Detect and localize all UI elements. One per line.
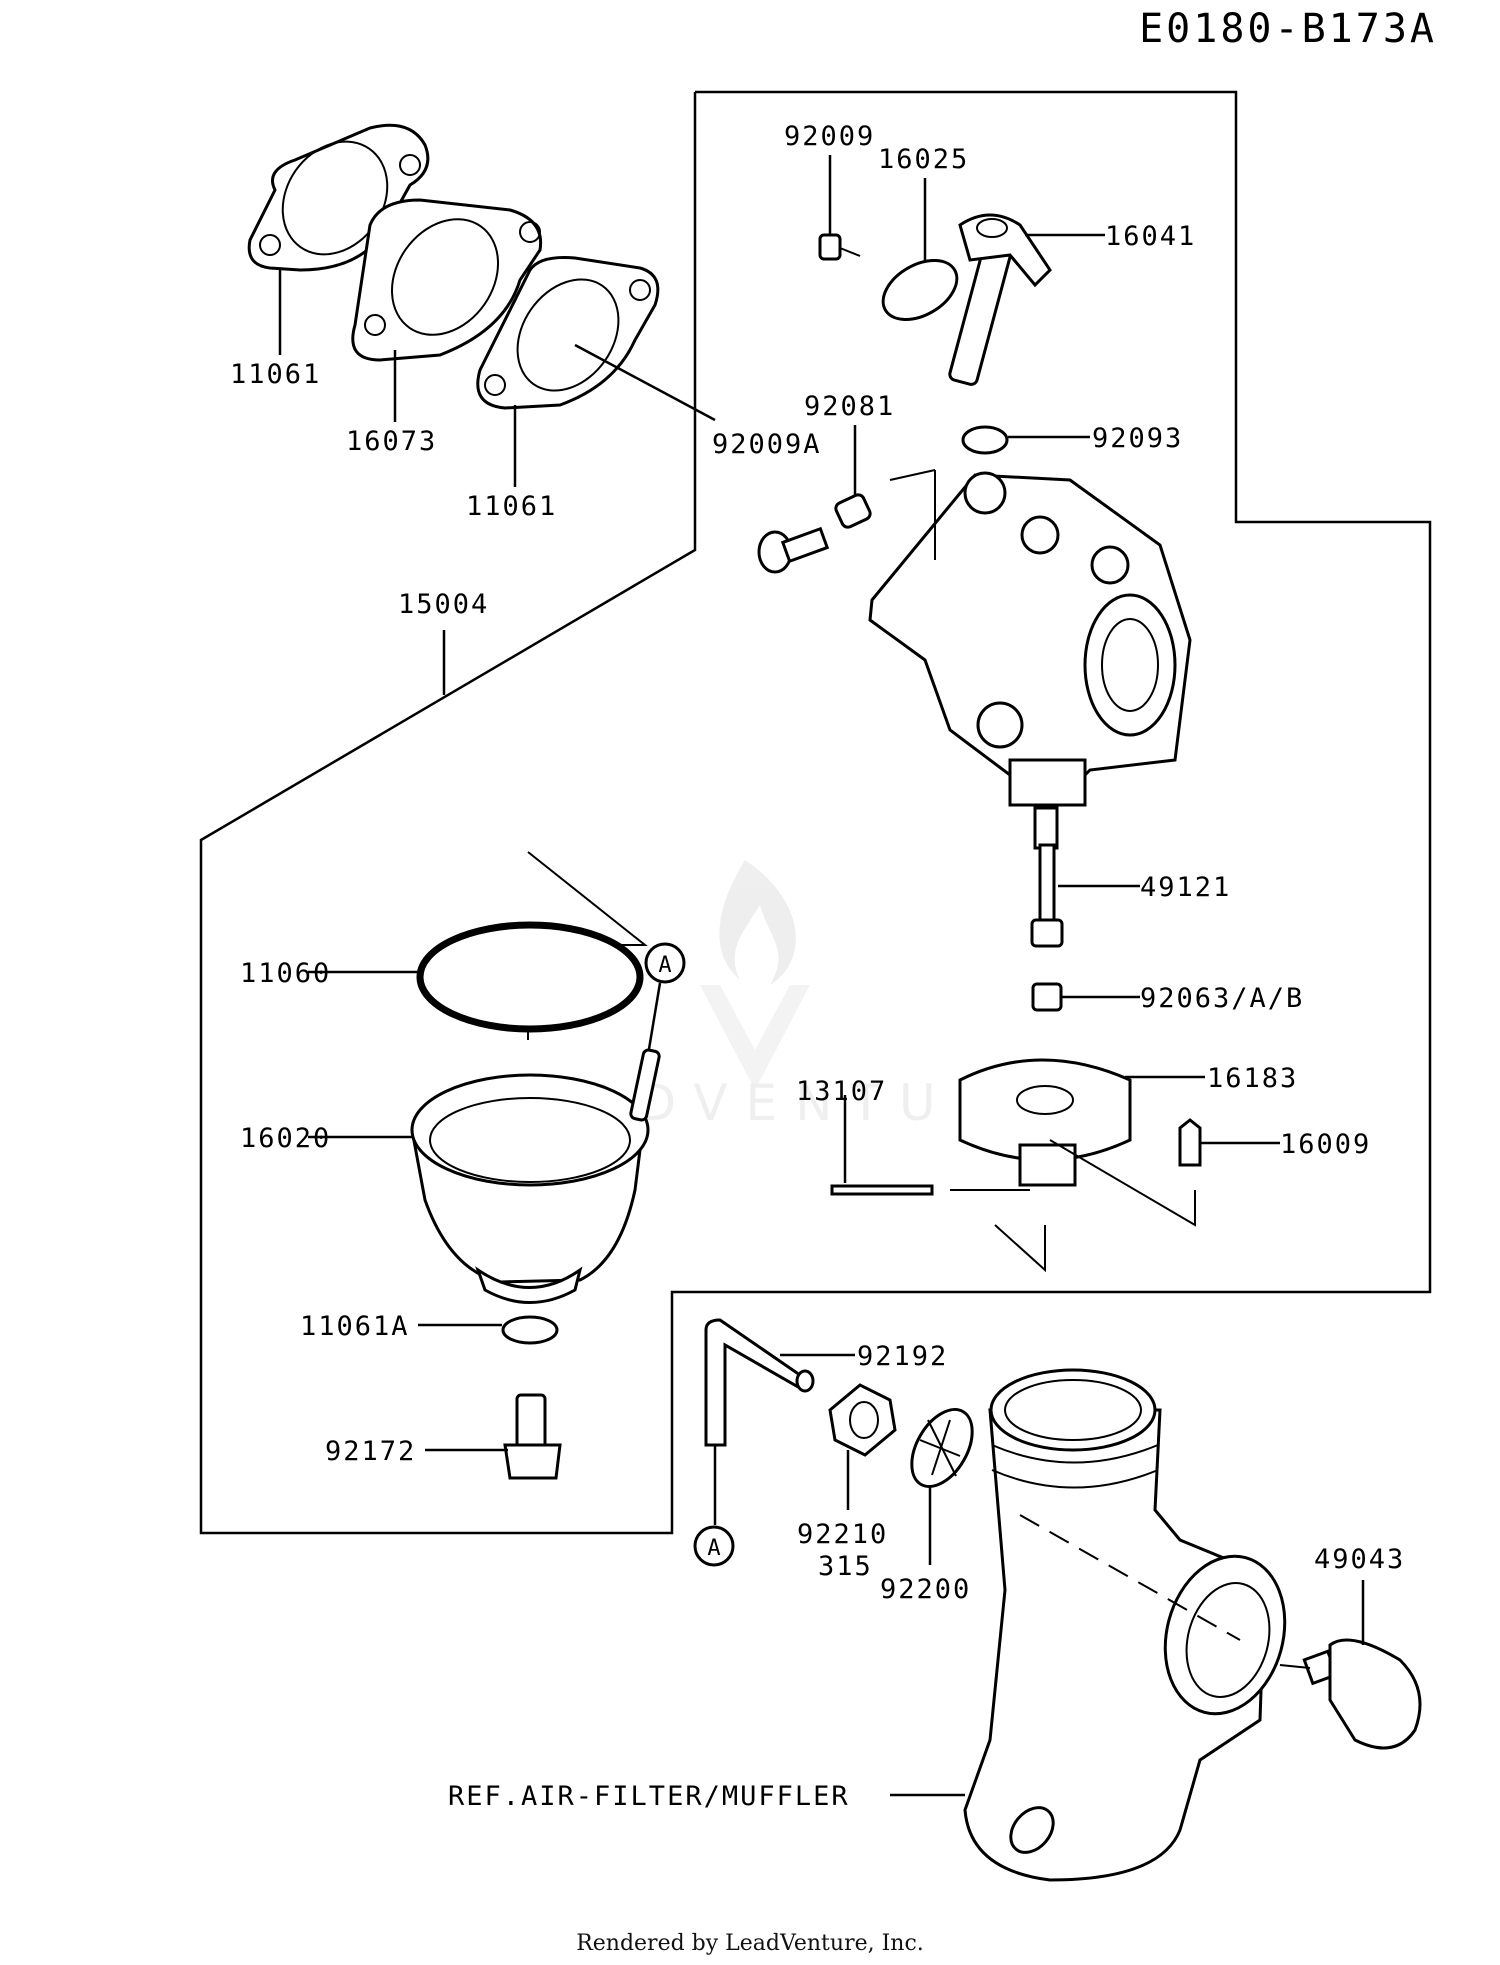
- label-ref-air-filter: REF.AIR-FILTER/MUFFLER: [448, 1781, 850, 1812]
- marker-A-bowl-label: A: [658, 953, 671, 978]
- leader-92009A: [574, 343, 716, 422]
- float-bowl-16020-part: [410, 1048, 661, 1304]
- label-92192: 92192: [857, 1341, 948, 1372]
- label-11061A: 11061A: [300, 1311, 410, 1342]
- jet-92063-part: [1031, 982, 1063, 1012]
- label-92200: 92200: [880, 1574, 971, 1605]
- marker-A-bowl: [644, 942, 686, 984]
- label-11061-mid: 11061: [466, 491, 557, 522]
- label-16073: 16073: [346, 426, 437, 457]
- label-16041: 16041: [1105, 221, 1196, 252]
- float-pin-13107-part: [830, 1184, 934, 1196]
- carburetor-assembly-outline: [199, 90, 1432, 1535]
- label-49121: 49121: [1140, 872, 1231, 903]
- o-ring-11060-part: [416, 921, 644, 1033]
- choke-shaft-16041-part: [948, 213, 1052, 386]
- screw-92009-part: [818, 233, 861, 261]
- intake-pipe-part: [963, 1368, 1287, 1882]
- o-ring-92093-part: [961, 425, 1009, 455]
- carburetor-body-part: [868, 469, 1192, 807]
- float-16183-part: [958, 1058, 1132, 1187]
- gasket-11061-top-part: [247, 123, 430, 272]
- label-92210: 92210: [797, 1519, 888, 1550]
- marker-A-tube-label: A: [707, 1536, 720, 1561]
- label-16009: 16009: [1280, 1129, 1371, 1160]
- nut-92210-part: [828, 1383, 897, 1457]
- tube-92192-part: [704, 1318, 815, 1447]
- label-15004: 15004: [398, 589, 489, 620]
- footer-credit: Rendered by LeadVenture, Inc.: [576, 1931, 924, 1956]
- gasket-11061-mid-part: [476, 256, 660, 410]
- label-11060: 11060: [240, 958, 331, 989]
- drain-bolt-92172-part: [503, 1393, 562, 1480]
- label-315: 315: [818, 1551, 873, 1582]
- needle-16009-part: [1178, 1118, 1202, 1167]
- label-16183: 16183: [1207, 1063, 1298, 1094]
- label-11061-top: 11061: [230, 359, 321, 390]
- label-92081: 92081: [804, 391, 895, 422]
- choke-valve-16025-part: [881, 259, 959, 321]
- label-16020: 16020: [240, 1123, 331, 1154]
- main-jet-49121-part: [1030, 806, 1064, 948]
- label-92063: 92063/A/B: [1140, 983, 1304, 1014]
- label-13107: 13107: [796, 1076, 887, 1107]
- screw-92009A-part: [757, 526, 830, 574]
- spacer-16073-part: [351, 198, 543, 362]
- label-49043: 49043: [1314, 1544, 1405, 1575]
- label-16025: 16025: [878, 144, 969, 175]
- label-92009A: 92009A: [712, 429, 822, 460]
- primer-49043-part: [1279, 1638, 1422, 1750]
- washer-11061A-part: [501, 1315, 559, 1345]
- screw-92081-part: [834, 493, 872, 529]
- label-92093: 92093: [1092, 423, 1183, 454]
- label-92172: 92172: [325, 1436, 416, 1467]
- diagram-code: E0180-B173A: [1139, 6, 1437, 52]
- label-92009: 92009: [784, 121, 875, 152]
- screen-92200-part: [910, 1408, 974, 1488]
- marker-A-tube: [693, 1525, 735, 1567]
